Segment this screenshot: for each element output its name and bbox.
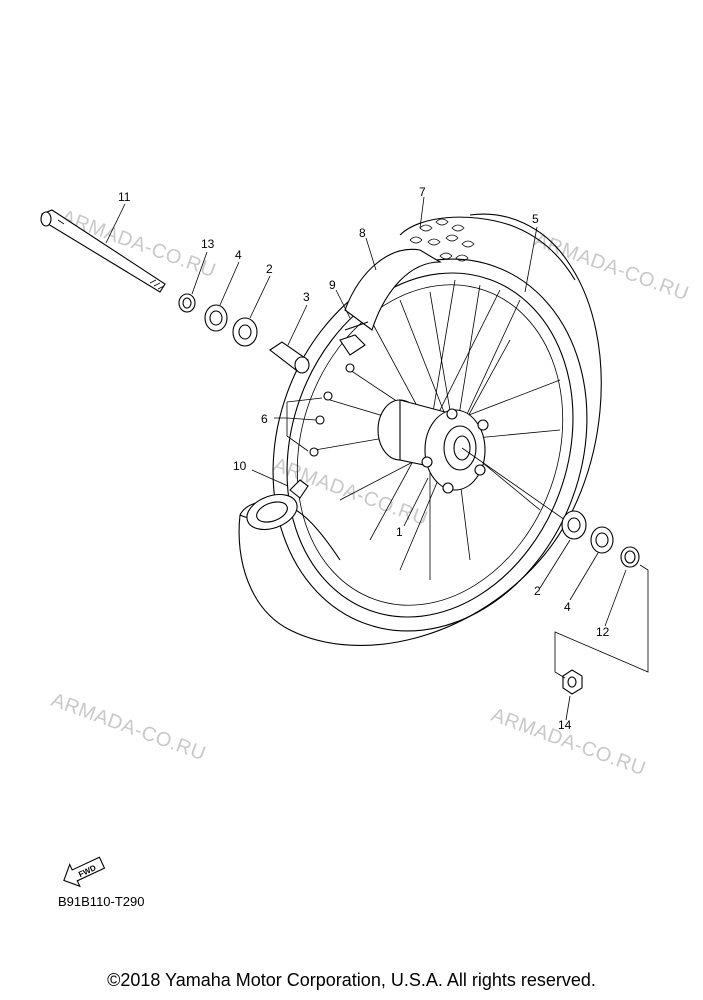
- group-bracket: [554, 564, 649, 679]
- callout-5: 5: [532, 212, 539, 226]
- callout-13: 13: [201, 237, 215, 251]
- bearing-left: [232, 317, 258, 347]
- fwd-arrow-badge: FWD: [63, 856, 106, 888]
- collar-13: [178, 293, 196, 313]
- callout-3: 3: [303, 290, 310, 304]
- bearing-right: [561, 510, 587, 540]
- tube-valve: [246, 479, 309, 531]
- axle-nut-14: [562, 669, 583, 695]
- rim-band: [339, 248, 442, 356]
- spoke-nipples: [309, 363, 355, 457]
- callout-labels: 11 13 4 2 3 7 8 9 5 6 10 1 2 4 12 14: [118, 185, 610, 732]
- front-axle: [40, 209, 166, 293]
- callout-11: 11: [118, 190, 131, 204]
- callout-6: 6: [261, 412, 268, 426]
- callout-7: 7: [419, 185, 426, 199]
- watermark: ARMADA-CO.RU: [48, 689, 208, 765]
- callout-14: 14: [558, 718, 572, 732]
- spacer-3: [269, 341, 310, 374]
- oil-seal-left: [204, 304, 228, 332]
- axle-centerline: [461, 447, 566, 521]
- fwd-label: FWD: [77, 863, 98, 879]
- callout-9: 9: [329, 278, 336, 292]
- collar-12: [620, 546, 640, 568]
- watermark: ARMADA-CO.RU: [531, 229, 691, 305]
- callout-4: 4: [235, 248, 242, 262]
- callout-1: 1: [396, 525, 403, 539]
- copyright-notice: ©2018 Yamaha Motor Corporation, U.S.A. A…: [107, 970, 596, 990]
- leader-lines: [105, 196, 627, 721]
- callout-12: 12: [596, 625, 610, 639]
- callout-2: 2: [266, 262, 273, 276]
- callout-2-right: 2: [534, 584, 541, 598]
- diagram-code: B91B110-T290: [58, 894, 145, 909]
- wheel-hub: [377, 399, 489, 494]
- callout-8: 8: [359, 226, 366, 240]
- callout-4-right: 4: [564, 600, 571, 614]
- oil-seal-right: [590, 526, 614, 554]
- watermark: ARMADA-CO.RU: [488, 704, 648, 780]
- callout-10: 10: [233, 459, 247, 473]
- tread-blocks: [409, 218, 475, 262]
